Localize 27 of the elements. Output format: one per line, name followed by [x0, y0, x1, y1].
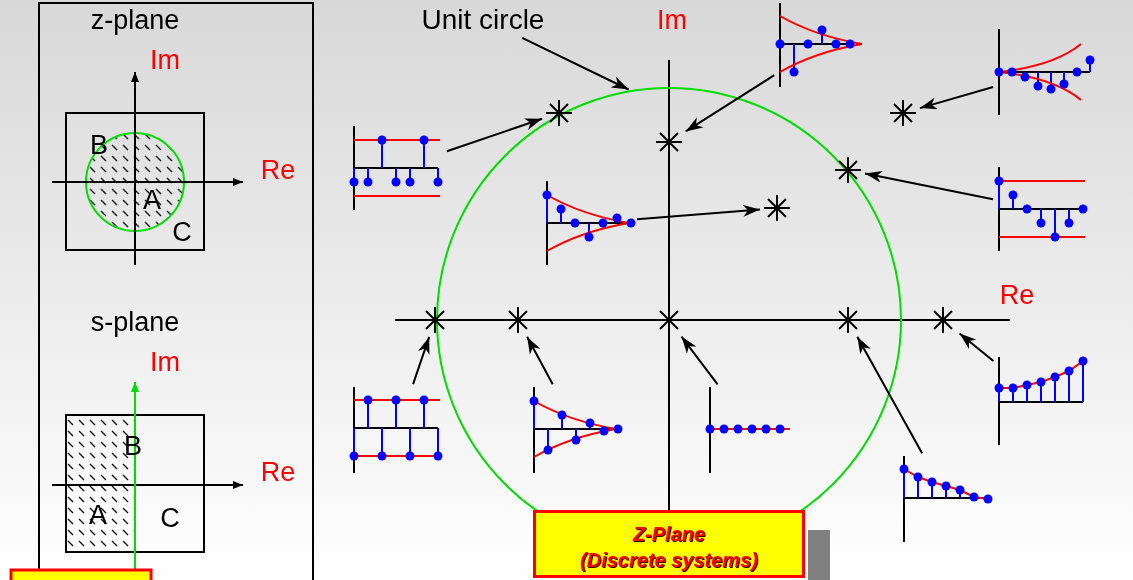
arrow	[684, 74, 776, 133]
arrow	[856, 335, 924, 455]
axis-label: s-plane	[90, 308, 180, 336]
axis-label: A	[89, 501, 107, 529]
arrow	[958, 332, 995, 363]
axis-label: Re	[260, 156, 296, 184]
arrow	[521, 36, 630, 91]
callout-label: Unit circle	[407, 3, 559, 37]
title-box	[533, 510, 805, 578]
axis-label: Im	[150, 348, 180, 376]
arrow	[445, 117, 544, 153]
box-title: Z-Plane	[632, 522, 706, 547]
axis-label: Im	[150, 46, 180, 74]
axis-label: A	[143, 186, 161, 214]
axis-label: C	[172, 218, 192, 246]
arrow	[680, 335, 719, 386]
arrow	[526, 335, 554, 386]
axis-label: Re	[260, 458, 296, 486]
arrow	[918, 86, 995, 110]
axis-label: z-plane	[90, 6, 180, 34]
axis-label: Re	[999, 281, 1035, 309]
arrow	[636, 204, 761, 221]
axis-label: Im	[657, 6, 687, 34]
arrow	[864, 170, 994, 201]
box-subtitle: (Discrete systems)	[580, 548, 758, 573]
axis-label: C	[160, 504, 180, 532]
arrow	[412, 335, 431, 386]
